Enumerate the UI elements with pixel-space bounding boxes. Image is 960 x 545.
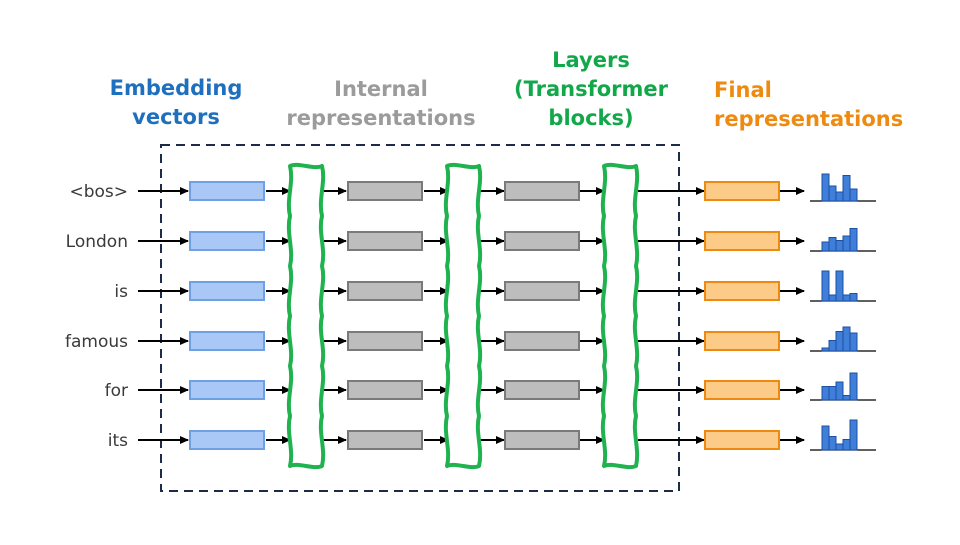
embedding-vector (189, 281, 265, 301)
distribution-bar (835, 331, 844, 352)
distribution-bar (849, 419, 858, 451)
internal-representation (504, 231, 580, 251)
internal-representation (347, 380, 423, 400)
transformer-block-3 (600, 162, 640, 470)
distribution-bar (821, 173, 830, 202)
distribution-bar (821, 270, 830, 302)
distribution-bar (828, 340, 837, 352)
transformer-block-1 (286, 162, 326, 470)
distribution-bar (849, 293, 858, 302)
final-representation (704, 380, 780, 400)
distribution-bar (828, 185, 837, 202)
distribution-bar (821, 386, 830, 401)
internal-representation (504, 181, 580, 201)
layers-header: Layers (Transformer blocks) (514, 48, 668, 130)
internal-representation (504, 331, 580, 351)
internal-representation (347, 331, 423, 351)
distribution-bar (842, 235, 851, 252)
token-label-is: is (114, 282, 128, 302)
token-label-bos: <bos> (69, 182, 128, 202)
distribution-bar (835, 270, 844, 302)
distribution-bar (842, 395, 851, 401)
embedding-vector (189, 430, 265, 450)
transformer-block-2 (443, 162, 483, 470)
token-label-famous: famous (65, 332, 128, 352)
distribution-bar (828, 386, 837, 401)
final-representation (704, 430, 780, 450)
embedding-vector (189, 181, 265, 201)
internal-representations-header: Internal representations (286, 77, 476, 130)
embedding-vector (189, 331, 265, 351)
token-label-its: its (107, 431, 128, 451)
distribution-bar (849, 188, 858, 202)
internal-representation (347, 430, 423, 450)
distribution-bar (842, 326, 851, 352)
final-representations-header: Final representations (714, 78, 904, 131)
internal-representation (504, 430, 580, 450)
distribution-bar (835, 381, 844, 401)
internal-representation (347, 231, 423, 251)
distribution-bar (835, 443, 844, 451)
internal-representation (347, 281, 423, 301)
distribution-bar (821, 425, 830, 451)
distribution-bar (849, 332, 858, 352)
distribution-bar (842, 439, 851, 451)
transformer-dashed-box (160, 144, 680, 492)
internal-representation (347, 181, 423, 201)
final-representation (704, 231, 780, 251)
final-representation (704, 281, 780, 301)
distribution-bar (842, 175, 851, 202)
token-label-london: London (65, 232, 128, 252)
embedding-vector (189, 380, 265, 400)
distribution-bar (835, 240, 844, 252)
internal-representation (504, 281, 580, 301)
internal-representation (504, 380, 580, 400)
distribution-bar (828, 237, 837, 252)
final-representation (704, 331, 780, 351)
distribution-bar (849, 372, 858, 401)
distribution-bar (828, 436, 837, 451)
distribution-bar (842, 294, 851, 302)
distribution-bar (828, 294, 837, 302)
distribution-bar (835, 191, 844, 202)
final-representation (704, 181, 780, 201)
token-label-for: for (104, 381, 128, 401)
embedding-vectors-header: Embedding vectors (109, 76, 243, 129)
distribution-bar (821, 241, 830, 252)
distribution-bar (821, 347, 830, 352)
distribution-bar (849, 228, 858, 252)
embedding-vector (189, 231, 265, 251)
